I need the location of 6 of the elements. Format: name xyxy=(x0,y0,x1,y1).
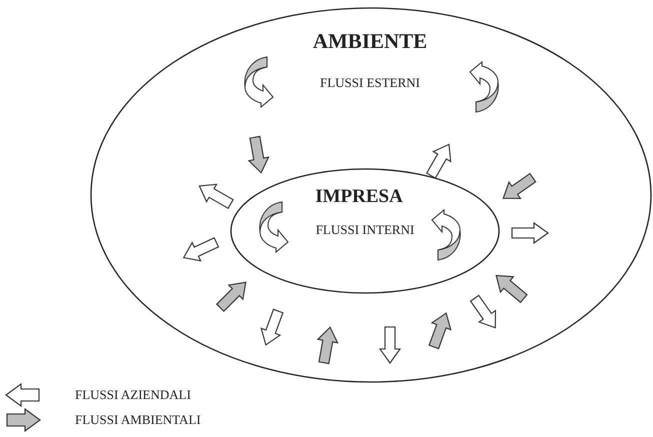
area-label: FLUSSI INTERNI xyxy=(316,222,414,238)
legend-label: FLUSSI AMBIENTALI xyxy=(75,412,201,428)
area-label: FLUSSI ESTERNI xyxy=(320,75,420,91)
area-heading: AMBIENTE xyxy=(312,29,428,54)
legend-label: FLUSSI AZIENDALI xyxy=(75,387,191,403)
area-heading: IMPRESA xyxy=(315,186,403,208)
